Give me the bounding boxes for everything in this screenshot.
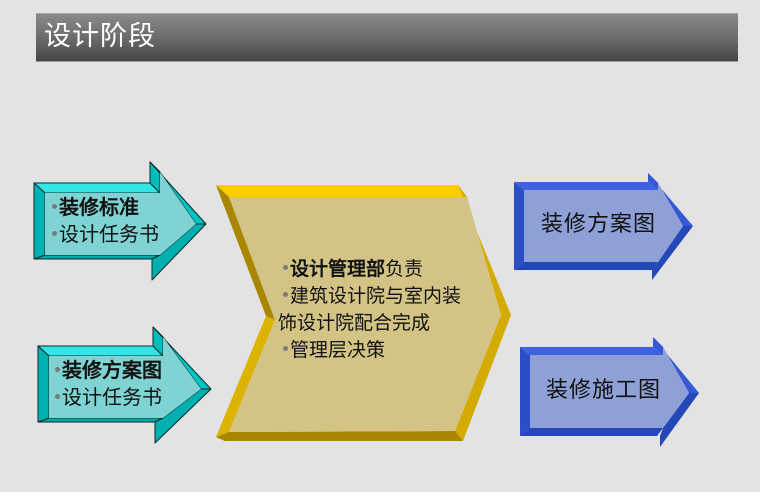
page-title: 设计阶段 — [44, 21, 156, 52]
input-arrow-1-line-2: 设计任务书 — [52, 221, 159, 248]
center-item-3: 管理层决策 — [283, 337, 461, 364]
center-item-1-text: 负责 — [385, 258, 424, 280]
output-arrow-2-shape — [520, 337, 699, 447]
output-arrow-2-label: 装修施工图 — [546, 378, 662, 403]
bullet-icon — [55, 367, 60, 372]
bullet-icon — [283, 346, 288, 351]
center-item-2-continuation-text: 饰设计院配合完成 — [278, 312, 431, 334]
input-arrow-2-text: 设计任务书 — [62, 385, 162, 409]
center-item-1: 设计管理部负责 — [283, 256, 461, 283]
input-arrow-2-bold-text: 装修方案图 — [62, 358, 162, 382]
center-item-2: 建筑设计院与室内装 — [283, 283, 461, 310]
center-item-2-continuation: 饰设计院配合完成 — [278, 310, 461, 337]
input-arrow-2-line-1: 装修方案图 — [55, 357, 162, 384]
input-arrow-1-bold-text: 装修标准 — [59, 195, 139, 219]
output-arrow-1-shape — [514, 173, 693, 280]
input-arrow-1: 装修标准 设计任务书 — [52, 194, 159, 248]
center-item-1-bold: 设计管理部 — [290, 258, 386, 280]
center-item-2-text: 建筑设计院与室内装 — [290, 285, 462, 307]
input-arrow-1-shape — [33, 161, 207, 281]
input-arrow-1-line-1: 装修标准 — [52, 194, 159, 221]
input-arrow-1-text: 设计任务书 — [59, 222, 159, 246]
center-item-3-text: 管理层决策 — [290, 339, 386, 361]
bullet-icon — [55, 394, 60, 399]
title-bar: 设计阶段 — [36, 13, 738, 62]
center-chevron: 设计管理部负责 建筑设计院与室内装 饰设计院配合完成 管理层决策 — [278, 256, 461, 364]
bullet-icon — [283, 265, 288, 270]
output-arrow-1-label: 装修方案图 — [541, 212, 657, 237]
bullet-icon — [52, 231, 57, 236]
bullet-icon — [283, 292, 288, 297]
input-arrow-2-shape — [37, 326, 212, 444]
bullet-icon — [52, 204, 57, 209]
input-arrow-2-line-2: 设计任务书 — [55, 384, 162, 411]
input-arrow-2: 装修方案图 设计任务书 — [55, 357, 162, 411]
center-chevron-shape — [216, 185, 511, 441]
